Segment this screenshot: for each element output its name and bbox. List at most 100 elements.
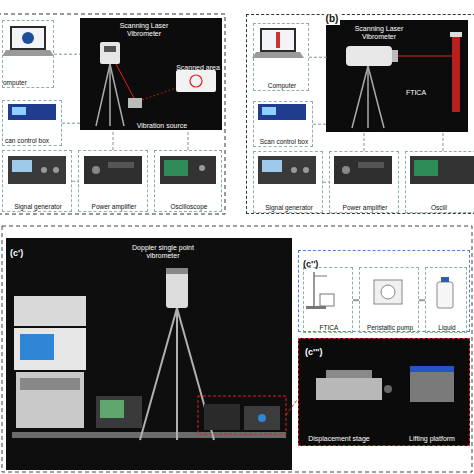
text-holder: Lifting platform [399,427,465,445]
signal-connector [113,132,114,150]
lab-bench-photo [286,400,297,415]
lab-bench-photo [20,378,80,390]
signal-connector [364,133,365,151]
lab-bench-photo [16,372,84,428]
device-box: Computer [253,23,309,91]
lab-bench-photo [244,406,280,430]
stage-photo [326,370,372,378]
text-holder: Power amplifier [81,195,147,213]
panel-label: (c''') [305,347,322,357]
text-holder: (c''') [305,341,345,359]
text-holder: Signal generator [5,195,71,213]
laptop-icon [2,50,54,56]
lab-bench-photo [204,404,240,430]
panel-label: (c') [10,248,23,258]
vibrometer-photo [104,46,116,52]
laptop-icon [276,32,280,48]
dark-photo-ground [80,18,222,130]
control-box-photo [12,107,26,115]
vibrometer-photo [398,56,452,57]
instrument-photo [92,166,100,174]
fluid-setup-photo [320,294,334,306]
signal-connector [309,57,327,58]
vibrometer-photo [352,66,368,128]
panel-outline [0,14,225,214]
text-holder: FTICA [306,316,352,334]
instrument-photo [358,162,384,168]
laptop-icon [12,28,44,48]
text-holder: Vibration source [132,114,192,132]
device-box: Power amplifier [329,151,399,213]
lab-bench-photo [100,400,124,418]
lab-bench-photo [12,268,297,440]
vibrometer-photo [346,46,392,66]
control-box-photo [262,107,276,115]
instrument-photo [84,156,142,184]
panel-label: (b) [324,13,341,25]
text-holder: Scan control box [256,130,312,148]
device-label: Oscilloscope [171,203,208,210]
dark-photo-ground [298,338,470,446]
photo-box: Scanning Laser VibrometerScanned areaVib… [80,18,222,132]
text-holder: (c') [10,242,40,260]
device-label: Scanned area [176,64,220,72]
device-box: Liquid [425,267,467,333]
signal-connector [62,123,80,124]
device-box: Oscill [405,151,474,213]
fluid-setup-photo [381,285,395,299]
photo-box: Scanning Laser VibrometerFTICA [327,21,469,133]
vibrometer-photo [346,32,462,128]
instrument-photo [262,160,282,172]
text-holder: Scanned area [176,56,220,74]
device-label: Signal generator [14,203,62,210]
lab-bench-photo [198,396,286,434]
fluid-setup-photo [374,280,402,304]
vibrometer-photo [452,36,460,112]
laptop-icon [252,52,304,58]
laptop-icon [252,28,304,58]
lab-bench-photo [20,334,54,360]
device-label: Displacement stage [308,435,369,443]
device-label: Doppler single point vibrometer [124,244,202,260]
device-label: Liquid [438,324,455,331]
vibrometer-photo [110,64,124,126]
device-label: Scanning Laser Vibrometer [351,25,407,41]
stage-photo [410,366,454,372]
text-holder: Signal generator [256,196,322,214]
text-holder: (c'') [303,253,333,271]
instrument-photo [8,156,66,184]
device-box: Scan control box [253,101,313,147]
vibrometer-photo [128,98,142,108]
device-box: omputer [2,20,54,88]
laptop-icon [2,26,54,56]
device-box: Signal generator [2,150,72,212]
stage-photo [384,385,392,393]
panel-label: (c'') [303,259,318,269]
text-holder: (b) [317,8,347,26]
fluid-setup-photo [437,282,453,308]
instrument-photo [303,167,309,173]
vibrometer-photo [176,70,216,92]
figure-panel: FTICA Peristaltic pumpLiquid (c'') [298,250,470,332]
text-holder: Doppler single point vibrometer [124,244,202,262]
fluid-setup-photo [314,276,327,277]
device-box: Oscilloscope [154,150,222,212]
device-box: Peristaltic pump [359,267,419,333]
device-label: omputer [3,79,27,86]
instrument-photo [108,162,134,168]
instrument-photo [414,160,438,176]
vibrometer-photo [100,42,120,64]
instrument-photo [12,160,32,172]
device-label: can control box [5,137,49,144]
device-label: FTICA [406,89,426,97]
stage-photo [316,366,454,402]
text-holder: Oscill [414,196,464,214]
dark-photo-ground [326,20,468,132]
device-label: Oscill [431,204,447,211]
fluid-setup-photo [306,272,453,309]
instrument-photo [258,156,316,184]
fluid-setup-photo [441,277,449,282]
lab-bench-photo [140,308,177,440]
text-holder: FTICA [401,81,431,99]
